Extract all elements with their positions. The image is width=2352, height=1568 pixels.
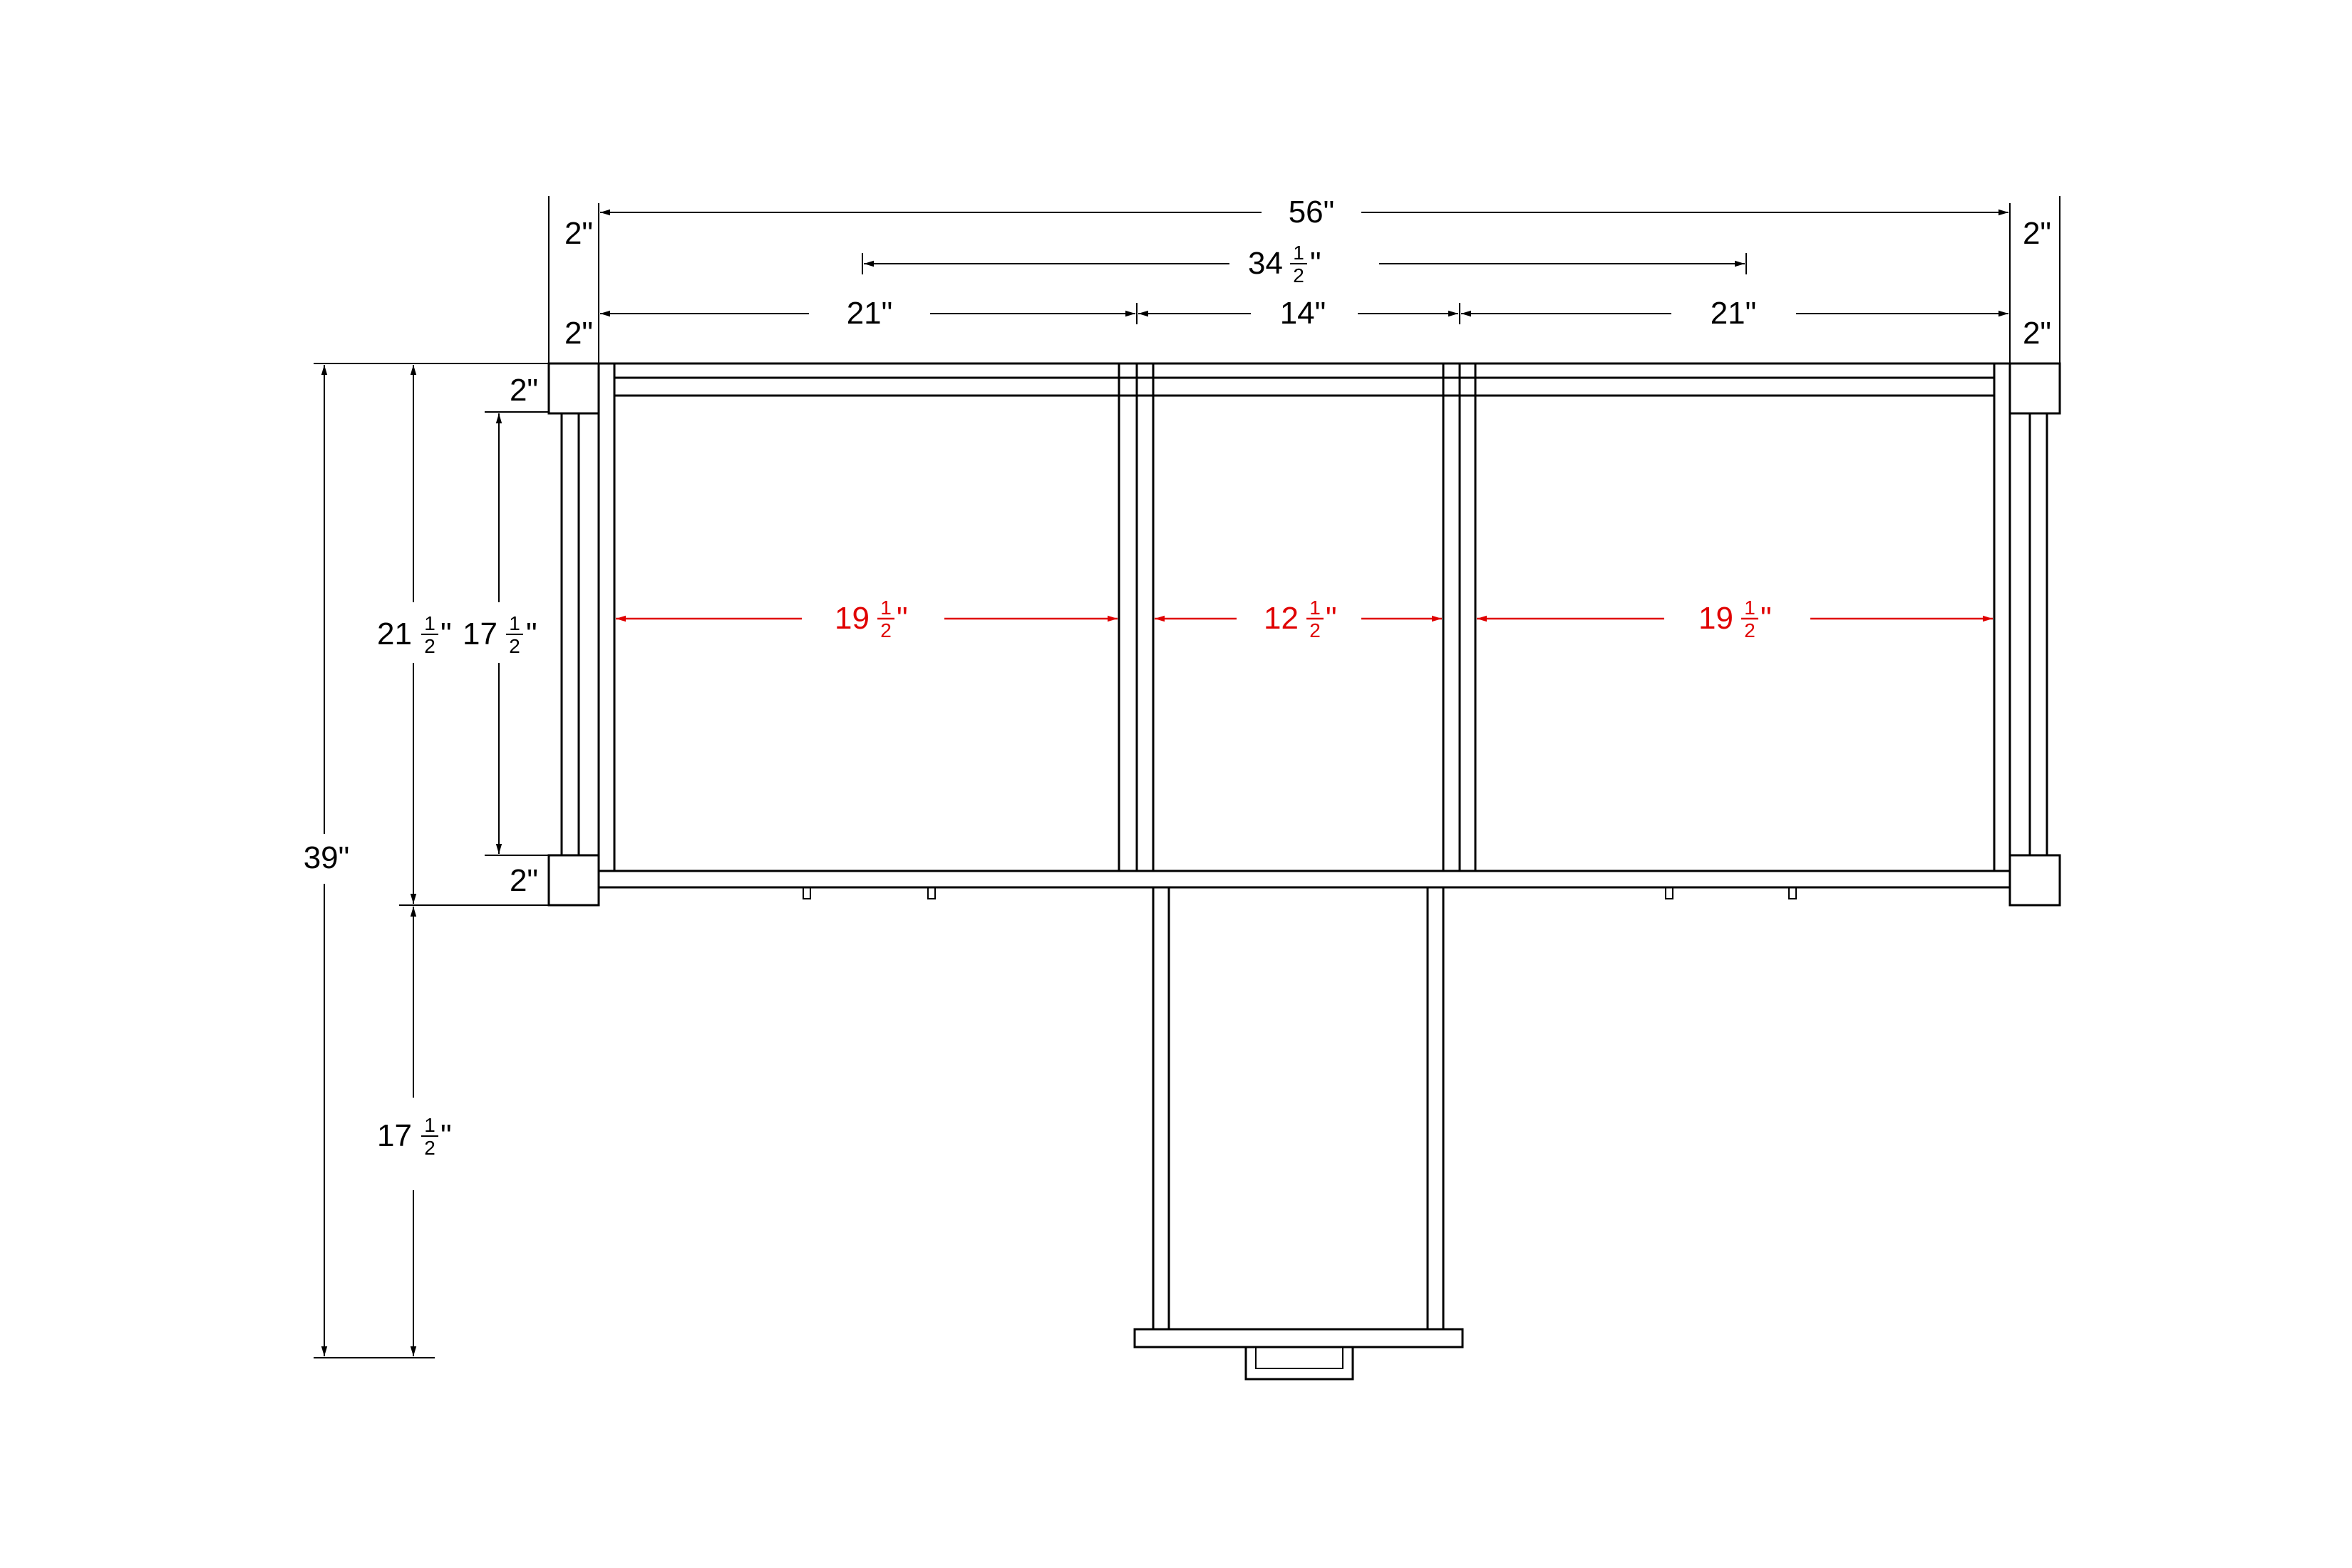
svg-text:19: 19 bbox=[1698, 601, 1733, 636]
main-frame bbox=[597, 362, 2011, 889]
svg-text:12: 12 bbox=[1264, 601, 1299, 636]
drawer-handle bbox=[1244, 1346, 1354, 1381]
dim-label-top-right-post-a: 2" bbox=[2023, 216, 2051, 251]
svg-text:1: 1 bbox=[1309, 597, 1321, 619]
drawer-handle bbox=[1255, 1346, 1343, 1369]
shelf-structure bbox=[547, 362, 2061, 1381]
dim-label-top-right-post-b: 2" bbox=[2023, 316, 2051, 351]
svg-text:1: 1 bbox=[424, 1114, 435, 1136]
left-dimensions: 39" 21 1 2 " 17 1 2 " 2" 2" bbox=[304, 363, 549, 1358]
dim-label-interior-left: 19 1 2 " bbox=[835, 597, 908, 641]
svg-text:": " bbox=[1310, 246, 1321, 281]
bracket bbox=[927, 887, 936, 899]
corner-post-bottom-left bbox=[547, 854, 600, 907]
dim-label-inner-depth: 17 1 2 " bbox=[463, 612, 537, 657]
svg-text:19: 19 bbox=[835, 601, 870, 636]
svg-text:17: 17 bbox=[377, 1118, 412, 1153]
dim-label-left-bay: 21" bbox=[847, 296, 893, 331]
dim-label-top-left-post-b: 2" bbox=[564, 316, 593, 351]
svg-text:2: 2 bbox=[880, 619, 892, 641]
corner-post-bottom-right bbox=[2008, 854, 2061, 907]
svg-text:2: 2 bbox=[424, 635, 435, 657]
corner-post-top-left bbox=[547, 362, 600, 415]
dim-label-upper-depth: 21 1 2 " bbox=[377, 612, 452, 657]
svg-text:17: 17 bbox=[463, 617, 497, 651]
svg-text:": " bbox=[526, 617, 537, 651]
corner-post-top-right bbox=[2008, 362, 2061, 415]
dim-label-side-top-post: 2" bbox=[510, 373, 538, 408]
svg-text:2: 2 bbox=[509, 635, 520, 657]
dim-label-interior-center: 12 1 2 " bbox=[1264, 597, 1337, 641]
svg-text:2: 2 bbox=[1744, 619, 1755, 641]
svg-text:": " bbox=[440, 1118, 452, 1153]
svg-text:21: 21 bbox=[377, 617, 412, 651]
svg-text:1: 1 bbox=[880, 597, 892, 619]
svg-text:1: 1 bbox=[424, 612, 435, 634]
dim-label-lower-depth: 17 1 2 " bbox=[377, 1114, 452, 1159]
dim-label-right-bay: 21" bbox=[1711, 296, 1757, 331]
dim-label-top-left-post-a: 2" bbox=[564, 216, 593, 251]
svg-text:34: 34 bbox=[1248, 246, 1283, 281]
drawer-front bbox=[1133, 1328, 1464, 1348]
svg-text:1: 1 bbox=[1744, 597, 1755, 619]
top-dimensions: 56" 34 1 2 " 21" 14" 21" 2" bbox=[548, 195, 2060, 363]
dim-label-overall-depth: 39" bbox=[304, 840, 350, 875]
bracket bbox=[1665, 887, 1673, 899]
svg-text:1: 1 bbox=[509, 612, 520, 634]
dim-label-rail-span: 34 1 2 " bbox=[1248, 242, 1321, 287]
svg-text:2: 2 bbox=[424, 1137, 435, 1159]
dim-label-side-bottom-post: 2" bbox=[510, 863, 538, 898]
svg-text:2: 2 bbox=[1293, 264, 1304, 287]
dim-label-interior-right: 19 1 2 " bbox=[1698, 597, 1772, 641]
svg-text:1: 1 bbox=[1293, 242, 1304, 264]
svg-text:2: 2 bbox=[1309, 619, 1321, 641]
bracket bbox=[803, 887, 811, 899]
svg-text:": " bbox=[897, 601, 908, 636]
dim-label-center-bay: 14" bbox=[1280, 296, 1326, 331]
svg-text:": " bbox=[440, 617, 452, 651]
svg-text:": " bbox=[1326, 601, 1337, 636]
bracket bbox=[1788, 887, 1797, 899]
dim-label-overall-width: 56" bbox=[1289, 195, 1335, 229]
svg-text:": " bbox=[1760, 601, 1772, 636]
interior-dimensions: 19 1 2 " 12 1 2 " 19 1 2 " bbox=[616, 597, 1993, 641]
